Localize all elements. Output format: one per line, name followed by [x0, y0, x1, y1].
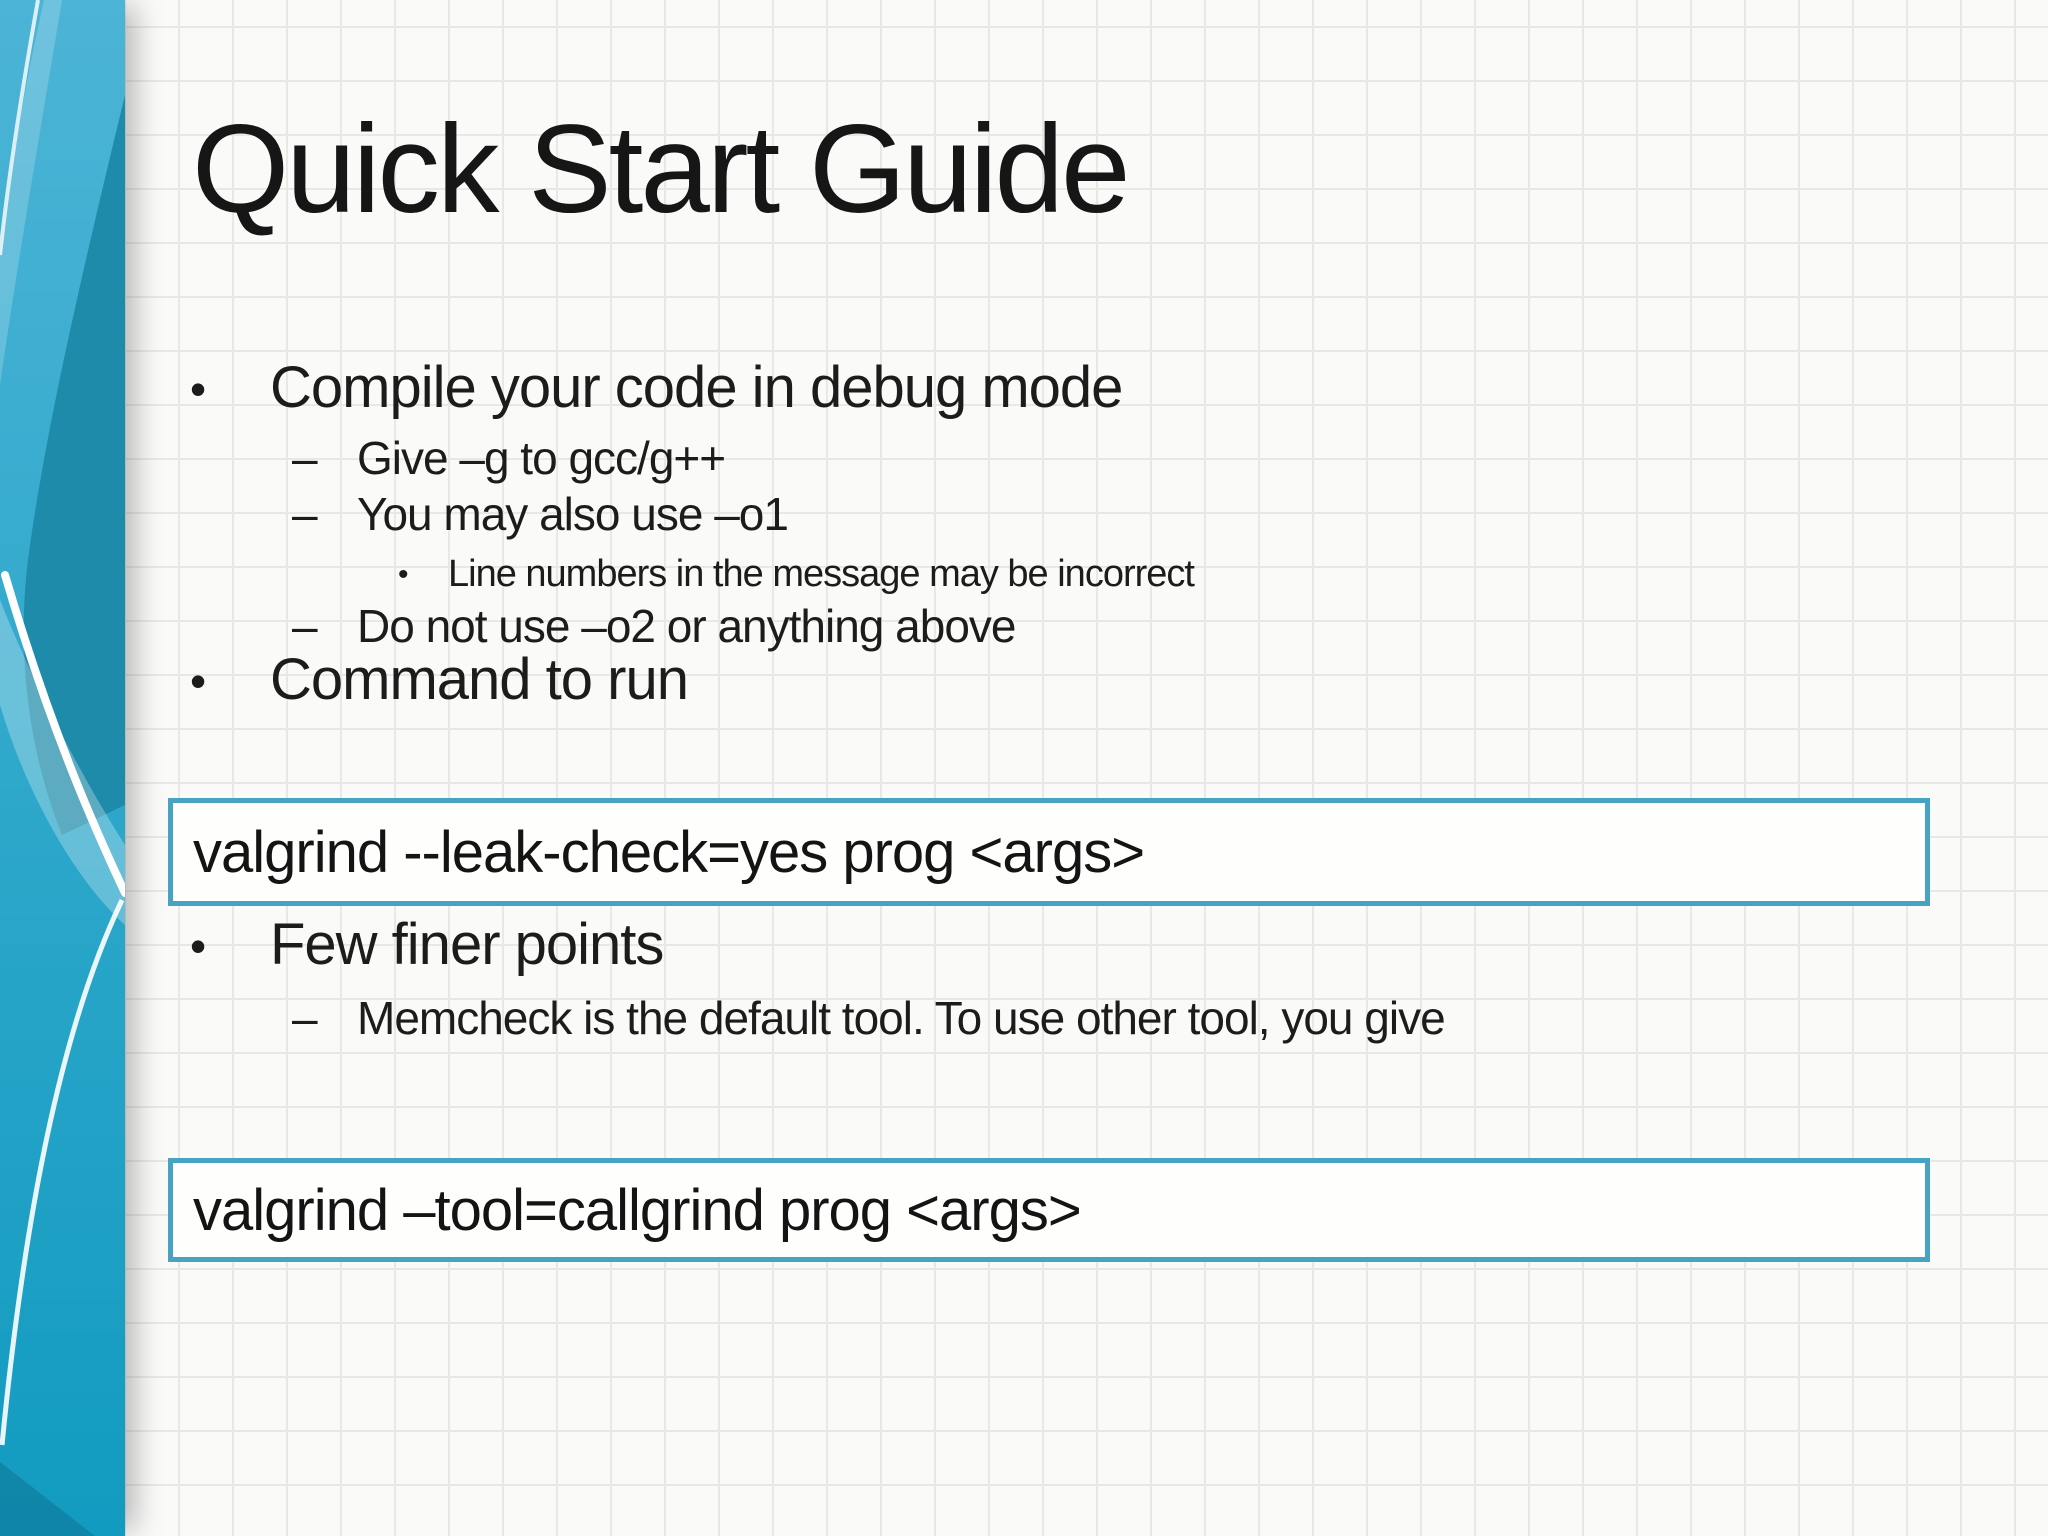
bullet-dot-icon: • [190, 920, 207, 972]
sidebar-swoosh-graphic [0, 0, 125, 1536]
bullet-text: Command to run [270, 647, 689, 712]
dash-icon: – [292, 432, 318, 484]
sidebar-white-curve-lower [0, 898, 125, 1446]
bullet-also-use-o1: –You may also use –o1 [292, 487, 789, 542]
bullet-dot-icon: • [190, 655, 207, 707]
dash-icon: – [292, 488, 318, 540]
bullet-text: Give –g to gcc/g++ [357, 432, 726, 484]
bullet-compile-debug: • Compile your code in debug mode [190, 353, 1123, 423]
bullet-give-g: –Give –g to gcc/g++ [292, 431, 726, 486]
code-text: valgrind –tool=callgrind prog <args> [193, 1177, 1082, 1243]
bullet-do-not-use-o2: –Do not use –o2 or anything above [292, 599, 1016, 654]
bullet-text: Compile your code in debug mode [270, 355, 1123, 420]
sidebar-white-curve-upper [1, 571, 125, 897]
dash-icon: – [292, 992, 318, 1044]
bullet-text: Few finer points [270, 912, 664, 977]
bullet-line-numbers: • Line numbers in the message may be inco… [398, 552, 1195, 598]
bullet-text: Line numbers in the message may be incor… [448, 553, 1195, 595]
bullet-command-to-run: • Command to run [190, 645, 689, 715]
bullet-text: You may also use –o1 [357, 488, 789, 540]
bullet-few-finer-points: • Few finer points [190, 910, 664, 980]
sidebar-bottom-triangle [0, 1462, 95, 1536]
sidebar-light-band [0, 600, 125, 925]
bullet-dot-icon: • [398, 558, 409, 591]
code-box-leak-check: valgrind --leak-check=yes prog <args> [168, 798, 1930, 906]
dash-icon: – [292, 600, 318, 652]
slide-title: Quick Start Guide [192, 100, 1131, 239]
sidebar-decoration [0, 0, 125, 1536]
sidebar-white-curve-top [0, 0, 40, 256]
sidebar-light-band-top [0, 0, 62, 385]
sidebar-dark-swoosh [23, 95, 125, 835]
bullet-memcheck-default: –Memcheck is the default tool. To use ot… [292, 991, 1446, 1046]
bullet-text: Do not use –o2 or anything above [357, 600, 1016, 652]
bullet-dot-icon: • [190, 363, 207, 415]
code-box-callgrind: valgrind –tool=callgrind prog <args> [168, 1158, 1930, 1262]
code-text: valgrind --leak-check=yes prog <args> [193, 819, 1145, 885]
bullet-text: Memcheck is the default tool. To use oth… [357, 992, 1446, 1044]
